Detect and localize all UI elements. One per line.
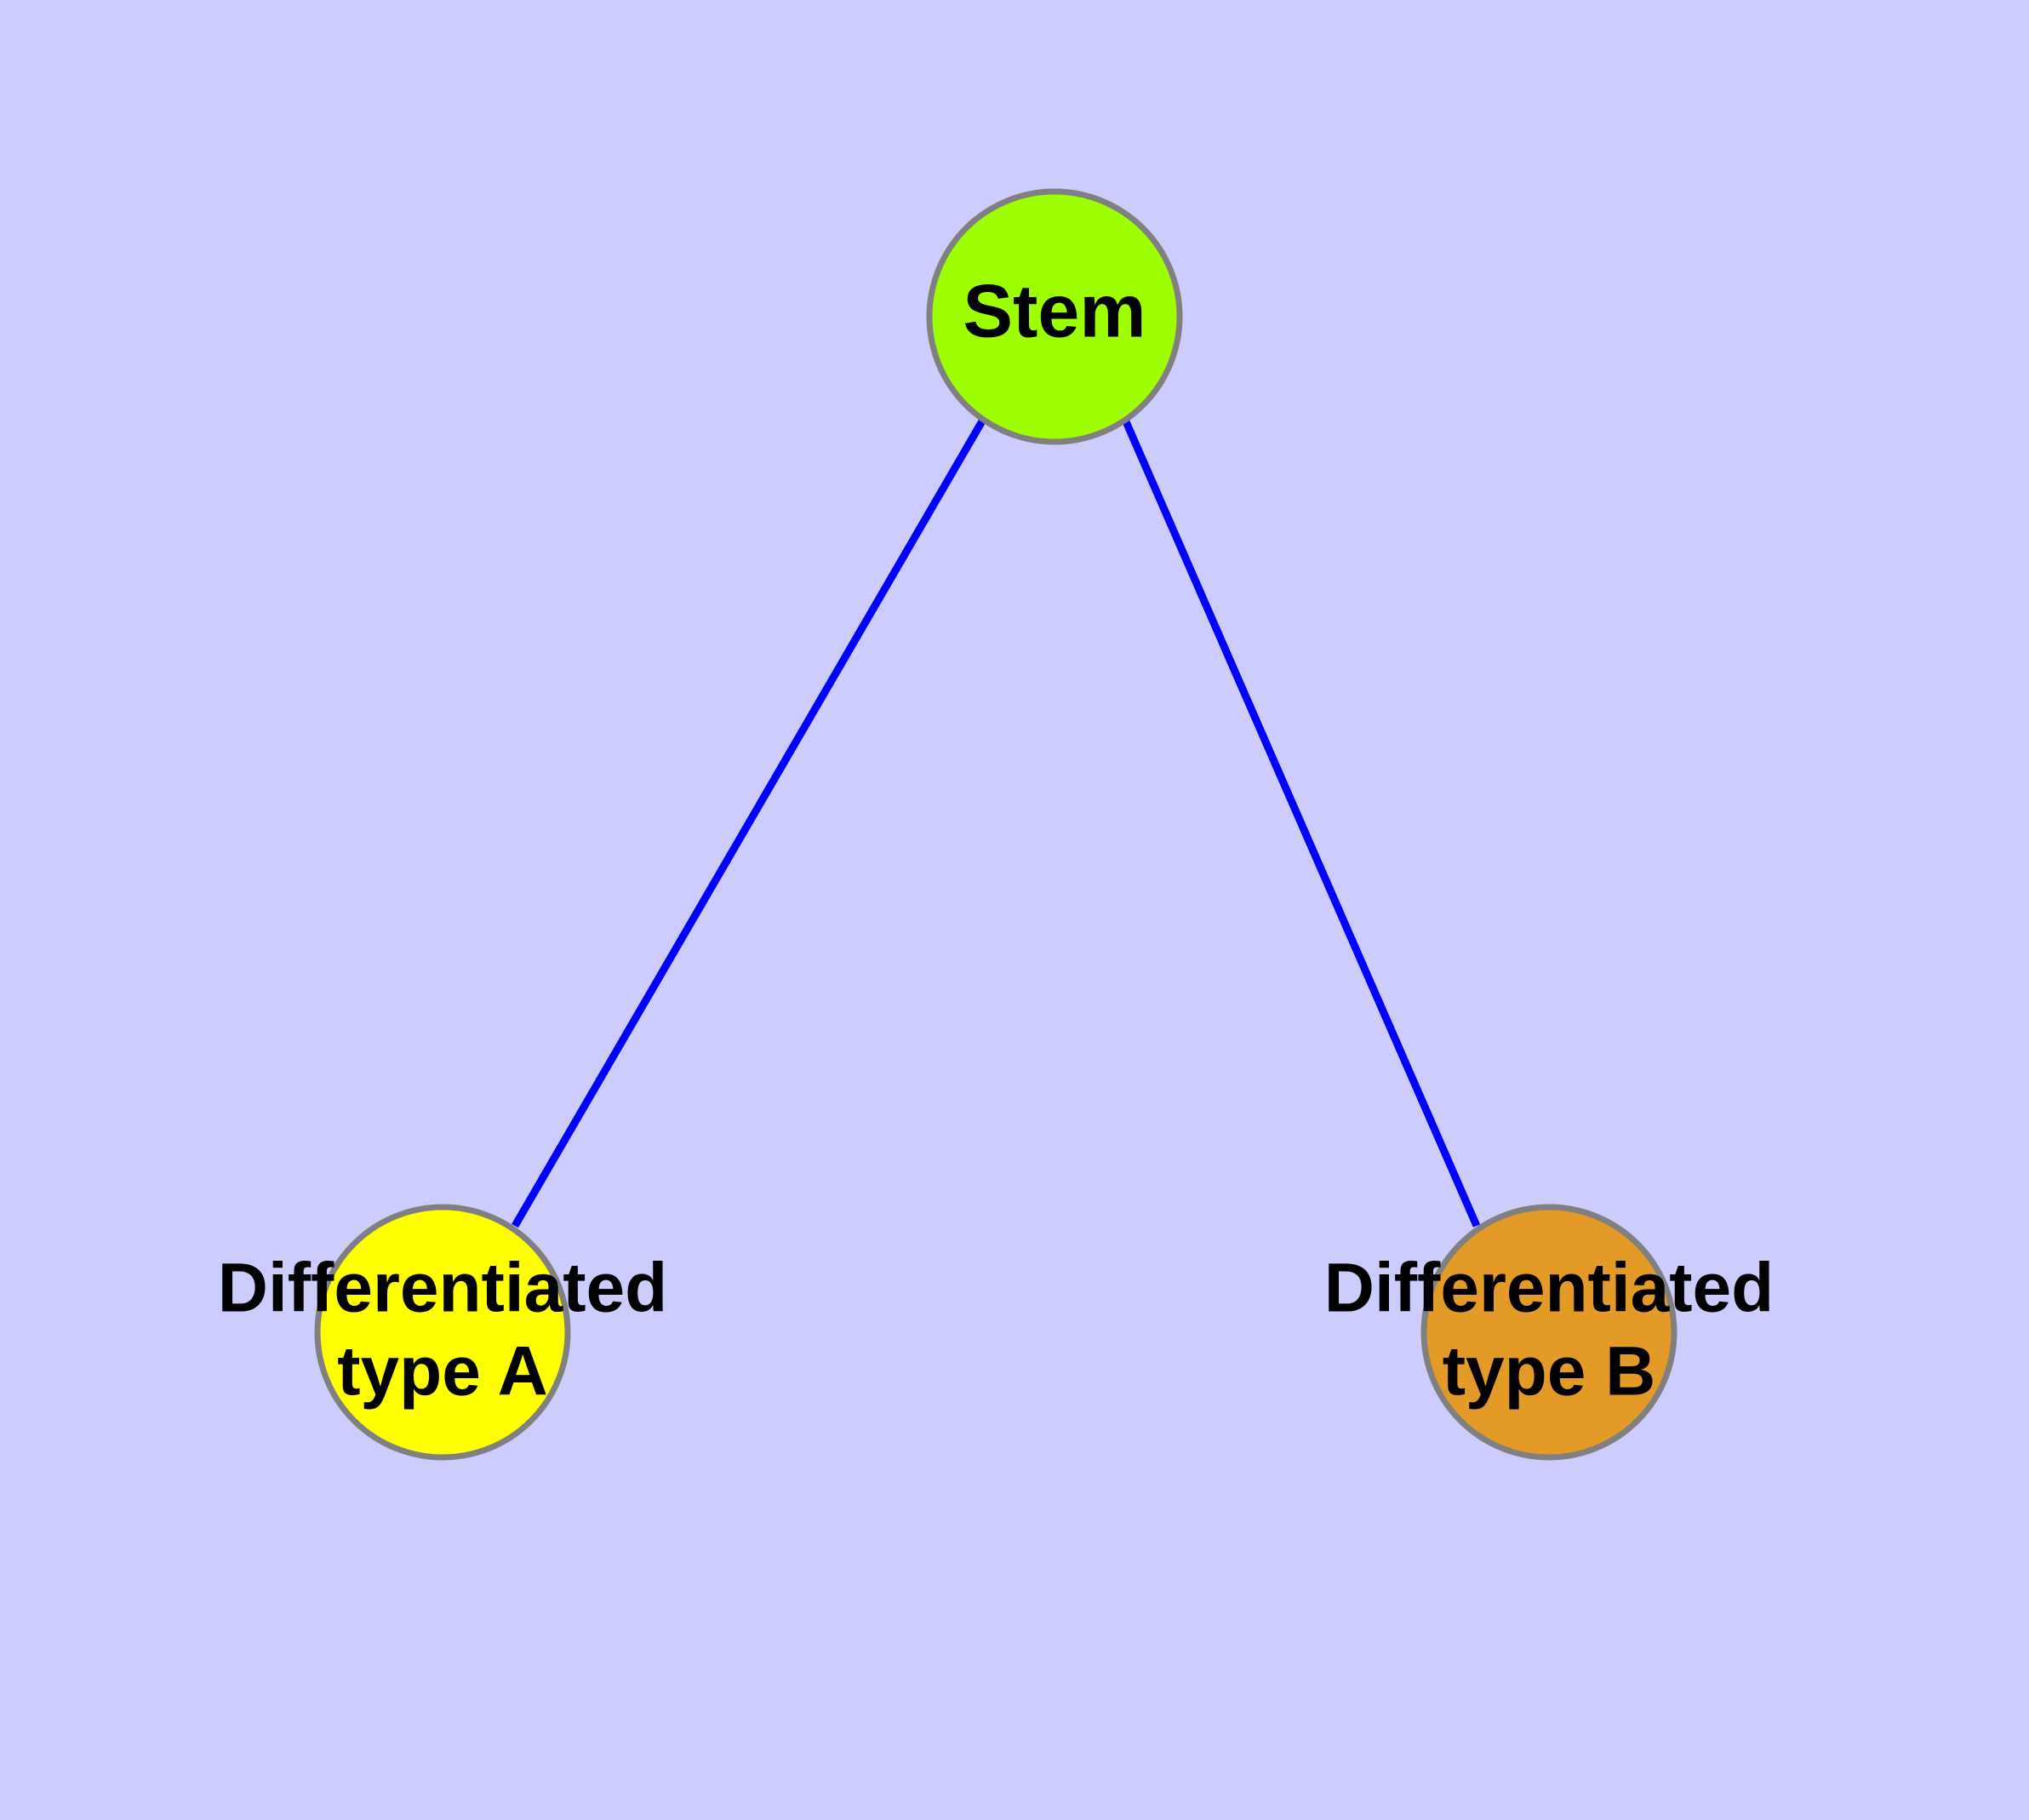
node-label-differentiated-type-a-line1: Differentiated (218, 1250, 668, 1327)
node-label-differentiated-type-b-line1: Differentiated (1324, 1250, 1775, 1327)
edge-stem-to-differentiated-type-b[interactable] (1121, 418, 1481, 1228)
node-label-differentiated-type-a-line2: type A (337, 1333, 548, 1411)
edge-stem-to-differentiated-type-a[interactable] (512, 417, 986, 1228)
label-layer: Stem Differentiated type A Differentiate… (218, 268, 1775, 1410)
node-circle-differentiated-type-b[interactable] (1420, 1204, 1677, 1461)
node-differentiated-type-a[interactable] (314, 1204, 571, 1461)
node-differentiated-type-b[interactable] (1420, 1204, 1677, 1461)
node-label-stem: Stem (963, 268, 1146, 352)
node-circle-stem[interactable] (926, 188, 1183, 445)
node-stem[interactable] (926, 188, 1183, 445)
node-label-differentiated-type-b-line2: type B (1443, 1333, 1656, 1411)
edge-layer (512, 417, 1481, 1228)
node-circle-differentiated-type-a[interactable] (314, 1204, 571, 1461)
